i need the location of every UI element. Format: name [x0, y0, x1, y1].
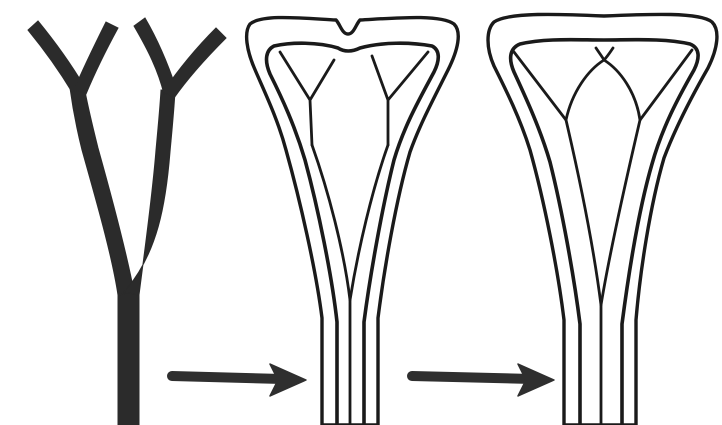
stage-1-right-arm: [124, 90, 175, 295]
stage-2-outlined-separate-lobes: [247, 18, 459, 425]
stage-1-branched-solid: [28, 18, 226, 425]
stage-2-outer-outline: [247, 18, 459, 425]
stage-3-outlined-fused: [488, 14, 717, 425]
stage-1-right-branch-inner: [163, 28, 226, 98]
arrow-2-shaft: [412, 376, 532, 379]
arrow-2: [412, 364, 554, 396]
arrow-1: [172, 364, 306, 396]
stage-1-left-arm: [70, 86, 134, 295]
arrow-1-shaft: [172, 376, 282, 379]
stage-1-left-branch-inner: [74, 22, 118, 94]
stage-1-left-branch-outer: [28, 21, 84, 92]
stage-3-outer-outline: [488, 14, 717, 425]
stage-1-stem: [118, 290, 139, 425]
